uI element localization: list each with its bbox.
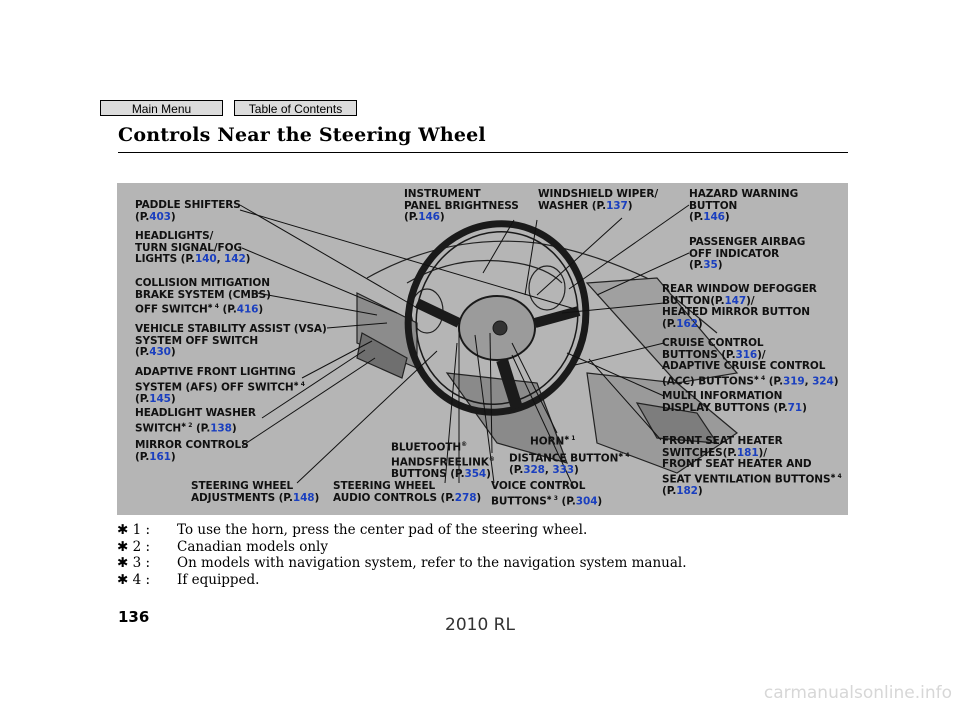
model-year-footer: 2010 RL <box>445 615 515 635</box>
main-menu-button[interactable]: Main Menu <box>100 100 223 116</box>
label-mirror-controls: MIRROR CONTROLS (P.161) <box>135 439 249 463</box>
ref-link[interactable]: 137 <box>606 199 628 212</box>
label-wiper-washer: WINDSHIELD WIPER/ WASHER (P.137) <box>538 188 659 212</box>
footnote: ✱ 2 :Canadian models only <box>117 538 328 555</box>
ref-link[interactable]: 278 <box>454 491 477 504</box>
callout-lines <box>239 204 690 489</box>
ref-link[interactable]: 182 <box>676 484 698 497</box>
label-multi-information: MULTI INFORMATION DISPLAY BUTTONS (P.71) <box>662 390 807 414</box>
table-of-contents-button[interactable]: Table of Contents <box>234 100 357 116</box>
ref-link[interactable]: 147 <box>724 294 747 307</box>
label-audio-controls: STEERING WHEEL AUDIO CONTROLS (P.278) <box>333 480 482 504</box>
left-vent <box>356 332 408 379</box>
footnote: ✱ 3 :On models with navigation system, r… <box>117 555 687 572</box>
label-hazard-warning: HAZARD WARNING BUTTON (P.146) <box>689 188 799 224</box>
ref-link[interactable]: 71 <box>787 401 803 414</box>
ref-link[interactable]: 181 <box>736 446 759 459</box>
label-instrument-brightness: INSTRUMENT PANEL BRIGHTNESS (P.146) <box>404 188 519 224</box>
ref-link[interactable]: 138 <box>210 422 232 435</box>
label-paddle-shifters: PADDLE SHIFTERS (P.403) <box>135 199 241 223</box>
ref-link[interactable]: 161 <box>149 450 171 463</box>
label-headlight-washer: HEADLIGHT WASHER SWITCH✱ 2 (P.138) <box>135 407 256 435</box>
gauge-right <box>528 265 566 311</box>
label-cruise-control: CRUISE CONTROL BUTTONS (P.316)/ ADAPTIVE… <box>662 337 839 388</box>
ref-link[interactable]: 142 <box>224 253 246 266</box>
label-voice-control: VOICE CONTROL BUTTONS✱ 3 (P.304) <box>491 480 603 508</box>
ref-link[interactable]: 333 <box>552 464 574 477</box>
acura-logo <box>492 320 508 336</box>
footnote: ✱ 1 :To use the horn, press the center p… <box>117 522 588 538</box>
ref-link[interactable]: 316 <box>735 348 758 361</box>
ref-link[interactable]: 148 <box>292 491 315 504</box>
footnotes: ✱ 1 :To use the horn, press the center p… <box>117 522 687 588</box>
ref-link[interactable]: 328 <box>523 464 545 477</box>
title-rule <box>118 152 848 153</box>
page-title: Controls Near the Steering Wheel <box>118 124 486 146</box>
label-steering-adjustments: STEERING WHEEL ADJUSTMENTS (P.148) <box>191 480 320 504</box>
ref-link[interactable]: 35 <box>703 259 718 272</box>
watermark: carmanualsonline.info <box>763 683 952 703</box>
ref-link[interactable]: 146 <box>418 211 440 224</box>
gauge-hood <box>406 259 563 284</box>
ref-link[interactable]: 146 <box>703 211 725 224</box>
ref-link[interactable]: 416 <box>236 303 259 316</box>
label-horn: HORN✱ 1 <box>530 435 576 448</box>
page-number: 136 <box>118 608 150 626</box>
label-cmbs: COLLISION MITIGATION BRAKE SYSTEM (CMBS)… <box>135 277 271 316</box>
dashboard-top-edge <box>366 240 718 334</box>
label-front-seat-heater: FRONT SEAT HEATER SWITCHES(P.181)/ FRONT… <box>662 435 842 497</box>
ref-link[interactable]: 324 <box>812 375 834 388</box>
label-afs: ADAPTIVE FRONT LIGHTING SYSTEM (AFS) OFF… <box>135 366 305 405</box>
center-stack <box>585 277 739 384</box>
ref-link[interactable]: 162 <box>676 317 698 330</box>
ref-link[interactable]: 304 <box>575 495 598 508</box>
footnote: ✱ 4 :If equipped. <box>117 571 260 588</box>
shifter-area <box>635 402 719 444</box>
label-distance-button: DISTANCE BUTTON✱ 4 (P.328, 333) <box>509 452 630 477</box>
ref-link[interactable]: 354 <box>464 468 487 481</box>
label-headlights: HEADLIGHTS/ TURN SIGNAL/FOG LIGHTS (P.14… <box>135 230 251 266</box>
label-bluetooth: BLUETOOTH® HANDSFREELINK® BUTTONS (P.354… <box>391 441 495 481</box>
label-airbag-indicator: PASSENGER AIRBAG OFF INDICATOR (P.35) <box>689 236 806 272</box>
label-rear-defogger: REAR WINDOW DEFOGGER BUTTON(P.147)/ HEAT… <box>662 283 817 330</box>
ref-link[interactable]: 430 <box>149 346 171 359</box>
ref-link[interactable]: 145 <box>149 392 171 405</box>
ref-link[interactable]: 140 <box>194 253 217 266</box>
dashboard-illustration <box>239 204 739 489</box>
ref-link[interactable]: 319 <box>782 375 805 388</box>
ref-link[interactable]: 403 <box>149 210 171 223</box>
steering-wheel-figure: PADDLE SHIFTERS (P.403) HEADLIGHTS/ TURN… <box>117 183 848 515</box>
label-vsa: VEHICLE STABILITY ASSIST (VSA) SYSTEM OF… <box>135 323 327 359</box>
